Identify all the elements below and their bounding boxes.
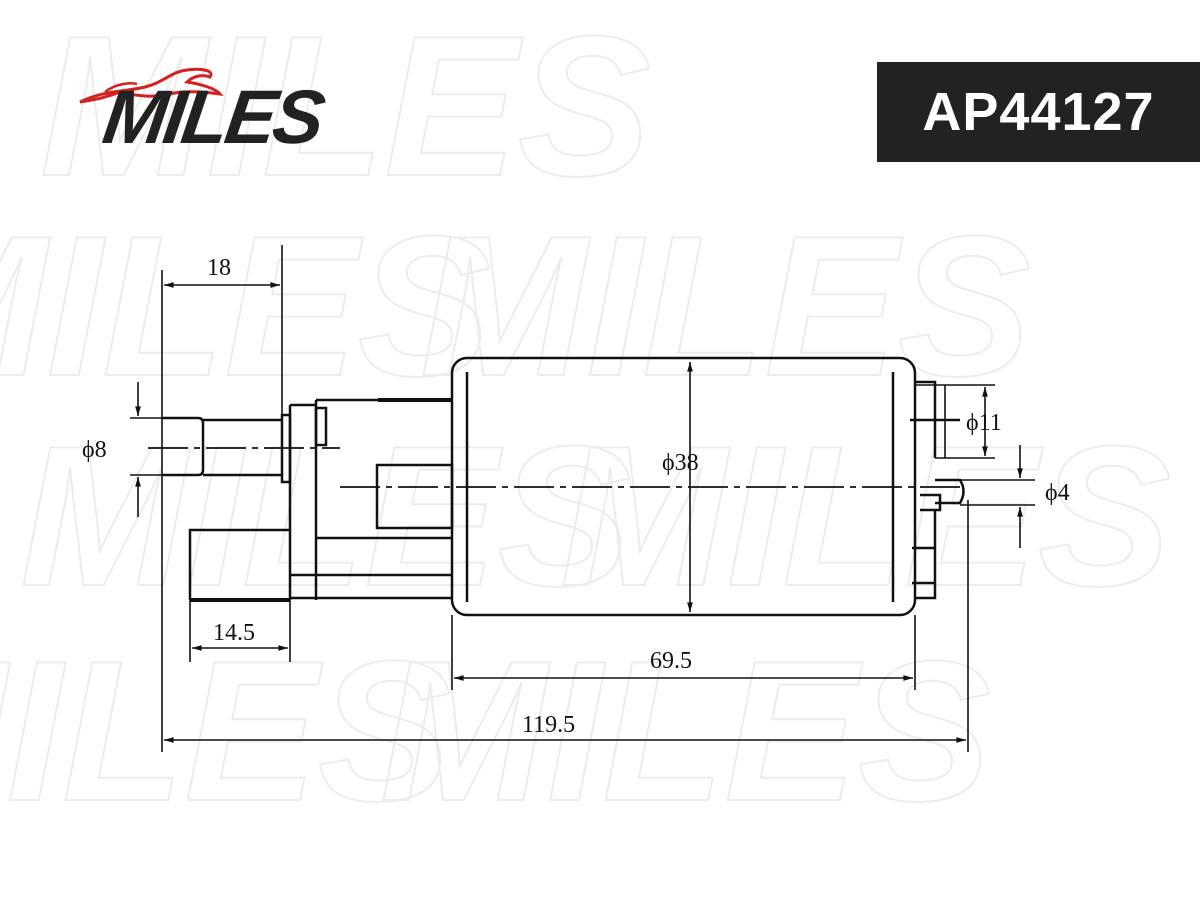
dimension-lines: [130, 245, 1035, 752]
miles-logo: MILES: [70, 62, 360, 162]
watermark-row: MILES: [0, 620, 451, 843]
dim-body-length: 69.5: [650, 648, 692, 674]
greyhound-icon: [79, 67, 224, 104]
watermark-row: MILES: [560, 405, 1171, 628]
part-number-badge: AP44127: [877, 62, 1200, 162]
part-number: AP44127: [922, 82, 1155, 142]
center-lines: [148, 447, 965, 488]
dim-outlet-inner-diameter: ϕ4: [1045, 480, 1070, 506]
pump-outline: [162, 356, 965, 617]
dimension-labels: 18 ϕ8 ϕ38 ϕ11 ϕ4 14.5 69.5 119.5: [82, 255, 1070, 738]
dim-flange-length: 18: [207, 255, 231, 281]
dim-connector-length: 14.5: [213, 620, 255, 646]
dim-total-length: 119.5: [522, 712, 575, 738]
dim-outlet-outer-diameter: ϕ11: [966, 410, 1002, 436]
watermark-row: MILES: [0, 195, 491, 418]
watermark-row: MILES: [40, 0, 651, 218]
dim-body-diameter: ϕ38: [662, 450, 699, 476]
watermark-row: MILES: [380, 620, 991, 843]
dim-inlet-diameter: ϕ8: [82, 437, 107, 463]
